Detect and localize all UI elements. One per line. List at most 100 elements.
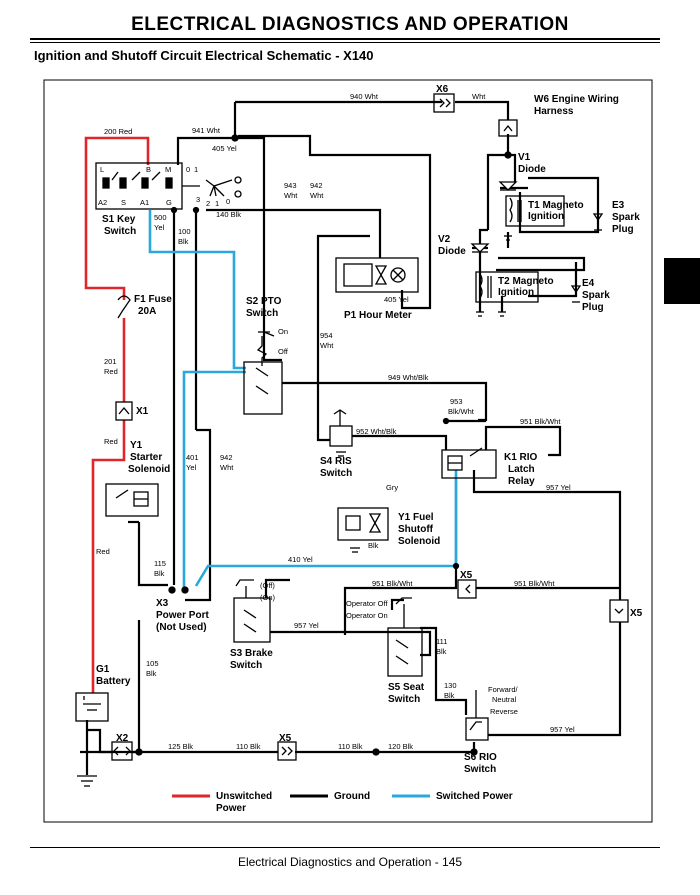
s2-pto-switch	[243, 361, 283, 415]
s5-on-label: Operator On	[346, 611, 388, 620]
y1-fuel-shutoff-solenoid	[337, 507, 389, 541]
wire-405b: 405 Yel	[384, 295, 409, 304]
wire-953-color: Blk/Wht	[448, 407, 475, 416]
w6-harness-connector	[498, 119, 518, 137]
x6-connector	[433, 93, 455, 113]
wire-blk: Blk	[368, 541, 379, 550]
wire-951c: 951 Blk/Wht	[514, 579, 555, 588]
legend-ground-label: Ground	[334, 791, 370, 802]
s4-label-2: Switch	[320, 468, 352, 479]
x6-label: X6	[436, 84, 449, 95]
wire-954: 954	[320, 331, 333, 340]
x3-label-2: Power Port	[156, 610, 209, 621]
key-pos-0b: 0	[226, 197, 230, 206]
e4-label: E4	[582, 278, 595, 289]
wire-110b: 110 Blk	[338, 742, 363, 751]
wire-952: 952 Wht/Blk	[356, 427, 397, 436]
key-pos-3: 3	[196, 195, 200, 204]
wire-943-color: Wht	[284, 191, 298, 200]
v1-label-2: Diode	[518, 164, 546, 175]
wire-401-color: Yel	[186, 463, 196, 472]
x5-label-bottom: X5	[279, 733, 292, 744]
y1-label: Y1	[130, 440, 143, 451]
wire-labels: 940 Wht Wht 941 Wht 200 Red 405 Yel 943 …	[96, 92, 575, 751]
wire-200: 200 Red	[104, 127, 132, 136]
x1-label: X1	[136, 406, 149, 417]
wire-red-1: Red	[104, 437, 118, 446]
t2-magneto	[475, 271, 539, 303]
terminal-a2: A2	[98, 198, 107, 207]
x3-label-3: (Not Used)	[156, 622, 207, 633]
y1fuel-label-2: Shutoff	[398, 524, 434, 535]
wire-130-color: Blk	[444, 691, 455, 700]
wire-943: 943	[284, 181, 297, 190]
wire-942b: 942	[220, 453, 233, 462]
wire-111: 111	[436, 637, 447, 646]
wire-410: 410 Yel	[288, 555, 313, 564]
y1fuel-label-3: Solenoid	[398, 536, 440, 547]
wire-957a: 957 Yel	[546, 483, 571, 492]
v2-diode	[470, 243, 490, 253]
wire-110a: 110 Blk	[236, 742, 261, 751]
key-pos-1b: 1	[215, 199, 219, 208]
s6-label-2: Switch	[464, 764, 496, 775]
w6-label: W6 Engine Wiring	[534, 94, 619, 105]
k1-rio-latch-relay	[441, 449, 497, 479]
wire-941: 941 Wht	[192, 126, 221, 135]
schematic-border	[43, 79, 653, 823]
key-pos-0: 0	[186, 165, 190, 174]
terminal-b: B	[146, 165, 151, 174]
s1-label: S1 Key	[102, 214, 136, 225]
s3-on-label: (On)	[260, 593, 276, 602]
wire-130: 130	[444, 681, 457, 690]
f1-label: F1 Fuse	[134, 294, 172, 305]
x5-connector-bottom	[277, 741, 297, 761]
wire-115-color: Blk	[154, 569, 165, 578]
e4-label-2: Spark	[582, 290, 610, 301]
g1-label: G1	[96, 664, 110, 675]
footer-rule	[30, 847, 660, 848]
key-pos-1: 1	[194, 165, 198, 174]
x2-label: X2	[116, 733, 129, 744]
page-footer: Electrical Diagnostics and Operation - 1…	[237, 855, 463, 869]
s5-seat-switch	[387, 627, 423, 677]
x5-connector-right	[609, 599, 629, 623]
s6-neutral-label: Neutral	[492, 695, 517, 704]
page-title: ELECTRICAL DIAGNOSTICS AND OPERATION	[131, 14, 569, 35]
s3-label: S3 Brake	[230, 648, 273, 659]
terminal-g: G	[166, 198, 172, 207]
wire-140: 140 Blk	[216, 210, 241, 219]
wire-120: 120 Blk	[388, 742, 413, 751]
legend-unswitched-label-2: Power	[216, 803, 246, 814]
v1-label: V1	[518, 152, 531, 163]
wire-100-color: Blk	[178, 237, 189, 246]
wire-953: 953	[450, 397, 463, 406]
wire-red-2: Red	[96, 547, 110, 556]
k1-label-2: Latch	[508, 464, 535, 475]
t1-label-2: Ignition	[528, 211, 564, 222]
s5-label-2: Switch	[388, 694, 420, 705]
wire-951a: 951 Blk/Wht	[520, 417, 561, 426]
ground-symbol	[77, 775, 97, 787]
wire-954-color: Wht	[320, 341, 334, 350]
y1fuel-label: Y1 Fuel	[398, 512, 434, 523]
header-rule-thin	[30, 42, 660, 43]
e3-label-3: Plug	[612, 224, 634, 235]
wire-gry: Gry	[386, 483, 398, 492]
s6-label: S6 RIO	[464, 752, 497, 763]
wire-111-color: Blk	[436, 647, 447, 656]
wire-405a: 405 Yel	[212, 144, 237, 153]
wire-942a-color: Wht	[310, 191, 324, 200]
wire-105: 105	[146, 659, 159, 668]
s1-label-2: Switch	[104, 226, 136, 237]
terminal-a1: A1	[140, 198, 149, 207]
wire-957c: 957 Yel	[550, 725, 575, 734]
wire-100: 100	[178, 227, 191, 236]
s2-label: S2 PTO	[246, 296, 282, 307]
wire-940: 940 Wht	[350, 92, 379, 101]
s2-pto-spring	[256, 336, 268, 366]
wire-201: 201	[104, 357, 117, 366]
y1-starter-solenoid	[105, 483, 159, 517]
wire-wht: Wht	[472, 92, 486, 101]
